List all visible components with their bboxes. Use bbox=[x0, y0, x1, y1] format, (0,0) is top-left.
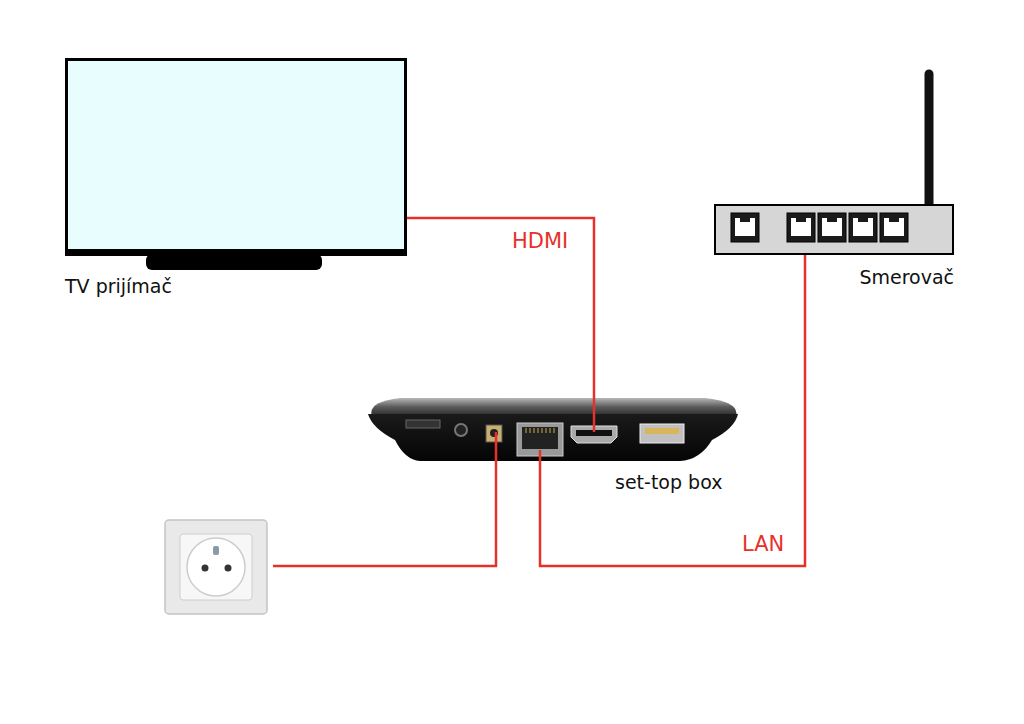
router: Smerovač bbox=[714, 204, 954, 255]
cable-connector bbox=[407, 218, 594, 398]
set-top-box-drawing bbox=[368, 398, 738, 462]
device-label: set-top box bbox=[615, 471, 722, 493]
set-top-box: set-top box bbox=[367, 398, 738, 462]
device-label: Smerovač bbox=[859, 266, 954, 288]
device-label: TV prijímač bbox=[65, 275, 172, 297]
wall-socket-drawing bbox=[165, 520, 267, 614]
cable-label: LAN bbox=[740, 532, 786, 556]
tv-drawing bbox=[65, 60, 407, 271]
cable-label: HDMI bbox=[510, 229, 570, 253]
tv-receiver: TV prijímač bbox=[65, 58, 407, 270]
cable-connector bbox=[540, 255, 805, 566]
power-wire bbox=[273, 432, 496, 566]
router-drawing bbox=[715, 74, 953, 254]
